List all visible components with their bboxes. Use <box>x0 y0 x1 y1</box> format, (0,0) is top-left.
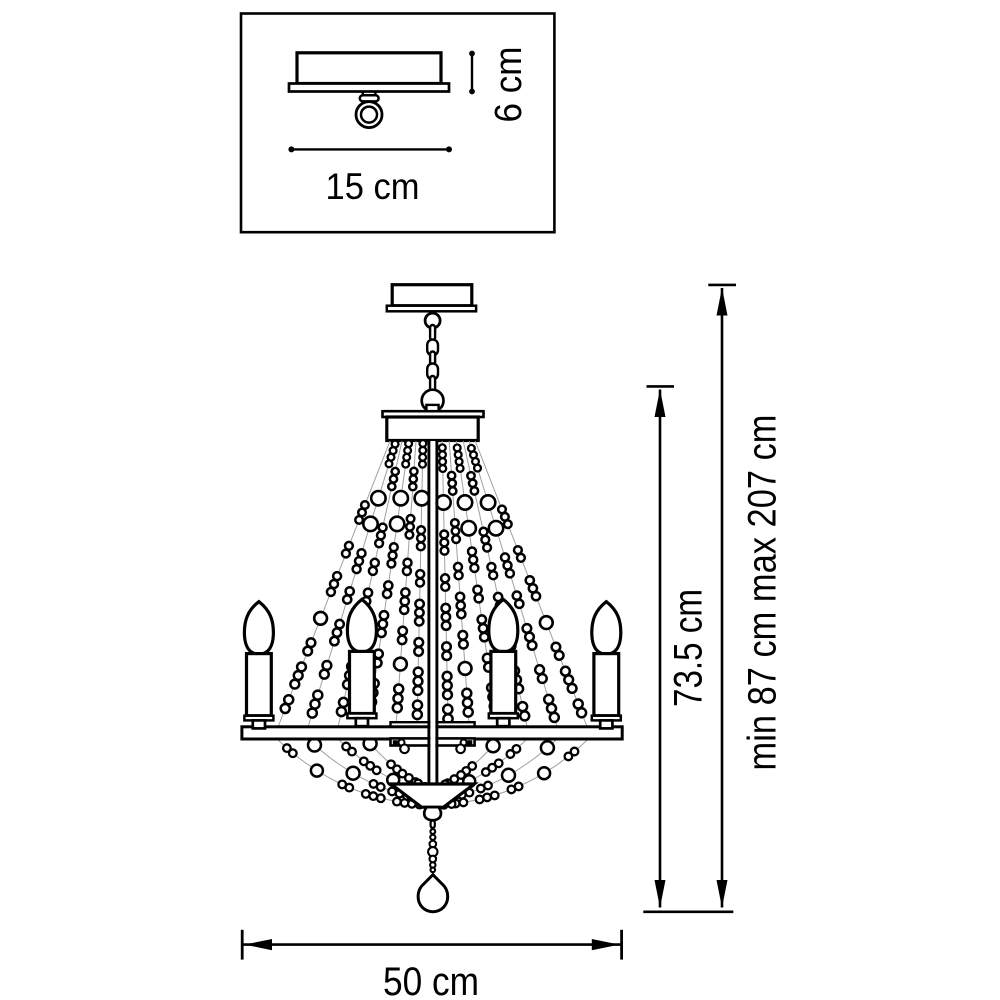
svg-text:73.5 cm: 73.5 cm <box>667 589 711 707</box>
svg-text:15 cm: 15 cm <box>326 166 420 207</box>
svg-text:6 cm: 6 cm <box>488 47 530 123</box>
svg-text:50 cm: 50 cm <box>383 960 479 1000</box>
svg-text:min 87 cm max 207 cm: min 87 cm max 207 cm <box>741 415 785 771</box>
